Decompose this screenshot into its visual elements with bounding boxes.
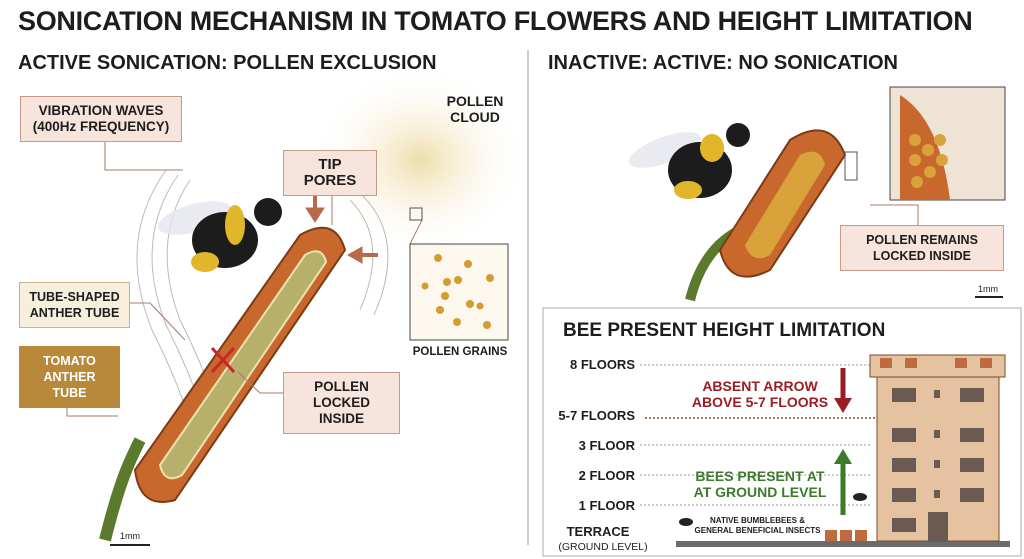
inset-marker (409, 207, 423, 221)
absent-arrow (834, 368, 852, 413)
locked-label-line: LOCKED INSIDE (313, 395, 370, 426)
scale-left-label: 1mm (120, 531, 140, 541)
present-text-line: BEES PRESENT AT (695, 468, 825, 484)
page-title: SONICATION MECHANISM IN TOMATO FLOWERS A… (18, 6, 973, 36)
pollen-remains-label: POLLEN REMAINS LOCKED INSIDE (840, 225, 1004, 271)
tomato-label-line: TOMATO (43, 354, 96, 368)
terrace-sub: (GROUND LEVEL) (558, 541, 648, 553)
left-heading: ACTIVE SONICATION: POLLEN EXCLUSION (18, 52, 437, 74)
locked-pollen (745, 151, 825, 259)
floor-label-8: 8 FLOORS (569, 357, 635, 372)
absent-text-line: ABOVE 5-7 FLOORS (691, 394, 829, 410)
inset-marker-right (844, 151, 858, 181)
remains-label-line: POLLEN REMAINS (866, 233, 978, 247)
insects-text-line: NATIVE BUMBLEBEES & (710, 516, 805, 525)
vibration-label-line: VIBRATION WAVES (38, 103, 164, 118)
tomato-label-line: ANTHER TUBE (43, 370, 96, 400)
vibration-label: VIBRATION WAVES(400Hz FREQUENCY) (20, 96, 182, 142)
locked-label-line: POLLEN (314, 379, 369, 394)
pollen-cloud (310, 65, 530, 255)
small-bees (679, 493, 867, 526)
scale-right-label: 1mm (978, 284, 998, 294)
bumblebee-right (629, 123, 750, 199)
right-heading: INACTIVE: ACTIVE: NO SONICATION (548, 52, 898, 74)
floor-label-5-7: 5-7 FLOORS (558, 408, 635, 423)
floor-label-1: 1 FLOOR (578, 498, 635, 513)
absent-text-line: ABSENT ARROW (702, 378, 818, 394)
height-heading: BEE PRESENT HEIGHT LIMITATION (563, 320, 886, 341)
anther-interior (158, 250, 328, 480)
pollen-grains-label: POLLEN GRAINS (412, 346, 508, 358)
stem (99, 437, 146, 542)
pollen-grains-inset (409, 243, 509, 341)
insects-text: NATIVE BUMBLEBEES &GENERAL BENEFICIAL IN… (690, 516, 825, 536)
bumblebee-left (158, 198, 282, 272)
insects-text-line: GENERAL BENEFICIAL INSECTS (694, 526, 821, 535)
vibration-label-line: (400Hz FREQUENCY) (32, 119, 170, 134)
connector-right (870, 204, 919, 225)
present-text-line: AT GROUND LEVEL (693, 484, 827, 500)
tomato-anther-label: TOMATO ANTHER TUBE (19, 346, 120, 408)
tube-label-line: ANTHER TUBE (29, 306, 120, 320)
tip-pores-label: TIP PORES (283, 150, 377, 196)
present-arrow (834, 449, 852, 515)
tube-shaped-label: TUBE-SHAPED ANTHER TUBE (19, 282, 130, 328)
pollen-grains (421, 254, 494, 329)
flower-pots (825, 530, 867, 541)
height-panel (542, 307, 1022, 557)
remains-label-line: LOCKED INSIDE (873, 249, 971, 263)
pollen-cloud-line: POLLEN (446, 93, 504, 109)
building (869, 354, 1006, 542)
floor-label-2: 2 FLOOR (578, 468, 635, 483)
inset-pollen (909, 134, 948, 188)
tube-label-line: TUBE-SHAPED (29, 290, 120, 304)
ground (676, 541, 1010, 547)
pollen-cloud-line: CLOUD (450, 109, 500, 125)
x-mark (210, 346, 236, 374)
floor-label-terrace: TERRACE (566, 524, 630, 539)
floor-label-3: 3 FLOOR (578, 438, 635, 453)
